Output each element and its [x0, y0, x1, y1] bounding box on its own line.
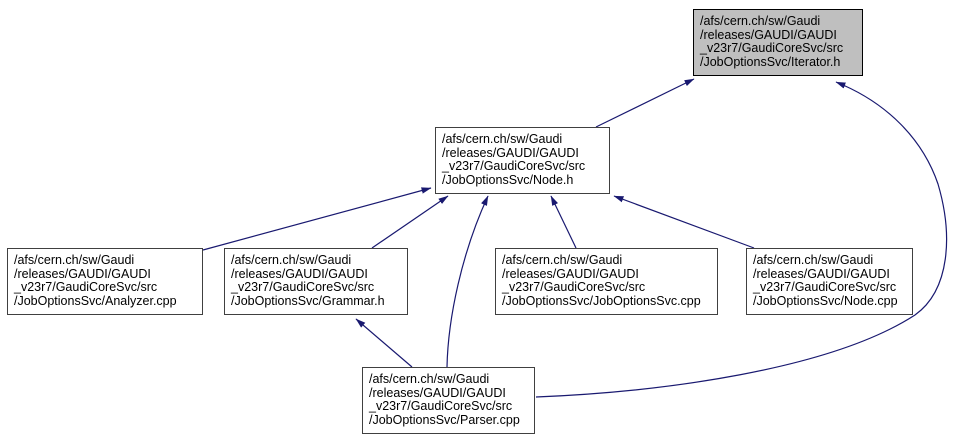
- edge-node-h-to-iterator-h: [595, 78, 695, 128]
- node-iterator-h[interactable]: /afs/cern.ch/sw/Gaudi /releases/GAUDI/GA…: [693, 9, 863, 76]
- node-analyzer-cpp[interactable]: /afs/cern.ch/sw/Gaudi /releases/GAUDI/GA…: [7, 248, 203, 315]
- node-grammar-h[interactable]: /afs/cern.ch/sw/Gaudi /releases/GAUDI/GA…: [224, 248, 408, 315]
- edge-grammar-h-to-node-h: [371, 195, 449, 249]
- node-node-h[interactable]: /afs/cern.ch/sw/Gaudi /releases/GAUDI/GA…: [435, 127, 610, 194]
- node-parser-cpp[interactable]: /afs/cern.ch/sw/Gaudi /releases/GAUDI/GA…: [362, 367, 535, 434]
- edge-parser-cpp-to-grammar-h: [355, 318, 413, 368]
- edge-analyzer-cpp-to-node-h: [202, 187, 432, 251]
- edge-node-cpp-to-node-h: [613, 195, 755, 249]
- edge-joboptionssvc-cpp-to-node-h: [550, 195, 577, 249]
- edge-parser-cpp-to-node-h: [446, 195, 489, 368]
- node-joboptionssvc-cpp[interactable]: /afs/cern.ch/sw/Gaudi /releases/GAUDI/GA…: [495, 248, 718, 315]
- node-node-cpp[interactable]: /afs/cern.ch/sw/Gaudi /releases/GAUDI/GA…: [746, 248, 913, 315]
